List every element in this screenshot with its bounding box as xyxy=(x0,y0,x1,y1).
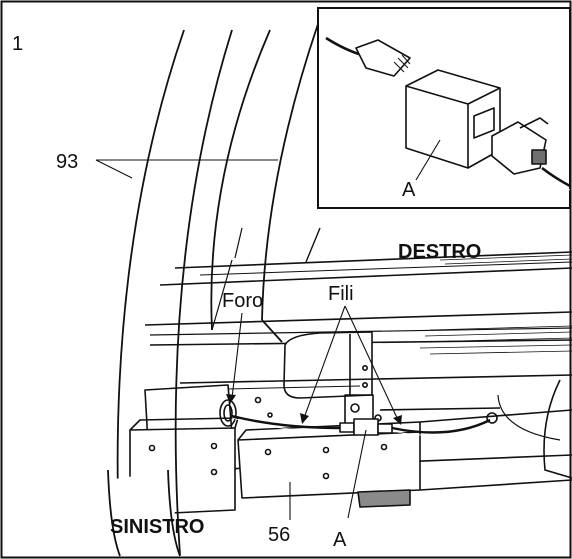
wire-right-highlight xyxy=(391,422,491,436)
arrow-fili-right xyxy=(393,415,402,425)
inner-frame-top xyxy=(179,374,572,384)
leader-a xyxy=(347,429,367,519)
upright-right-edge xyxy=(211,259,233,331)
rail-hole xyxy=(322,472,330,480)
label-destro: DESTRO xyxy=(398,241,481,263)
leader-lines xyxy=(95,159,399,520)
upright-left-lower xyxy=(107,469,121,557)
bracket-hole xyxy=(210,468,218,476)
inner-bracket xyxy=(379,407,501,411)
wire-grommet-right xyxy=(486,412,498,424)
leader-foro xyxy=(231,312,243,399)
right-frame-bottom xyxy=(419,479,572,491)
inset-leader-a xyxy=(415,139,441,181)
leader-93-left xyxy=(95,159,133,179)
label-sinistro: SINISTRO xyxy=(110,516,204,538)
upright-edge-top xyxy=(234,227,243,259)
arrow-fili-left xyxy=(300,413,309,424)
screw xyxy=(361,364,368,371)
base-rail-56-top xyxy=(237,421,421,441)
upright-left-lower-inner xyxy=(167,469,181,557)
inset-plug-left xyxy=(355,39,411,77)
uprights-93 xyxy=(116,23,321,556)
label-foro: Foro xyxy=(222,290,263,312)
base-rail-56 xyxy=(237,431,421,499)
deck-edge-2 xyxy=(159,267,572,286)
rail-hole xyxy=(322,446,330,454)
wire-left-highlight xyxy=(231,417,341,432)
inset-plug-latch xyxy=(519,117,549,129)
label-56: 56 xyxy=(268,524,290,546)
foro-hole-inner xyxy=(223,404,233,422)
inset-cable-left-highlight xyxy=(325,41,363,60)
inset-plug-pins xyxy=(393,54,411,73)
wire-right xyxy=(391,418,491,434)
upright-right-base xyxy=(305,227,321,263)
label-a-inset: A xyxy=(402,179,416,201)
leader-fili-left xyxy=(303,305,346,419)
small-hole xyxy=(267,412,273,418)
foro-hole xyxy=(219,399,237,427)
inset-cable-right xyxy=(541,166,571,188)
small-hole xyxy=(254,396,262,404)
upright-right-inner xyxy=(261,23,319,321)
rail-hole xyxy=(380,443,388,451)
motor-housing xyxy=(283,331,373,399)
upright-right-foot xyxy=(261,319,283,343)
deck-edge-3 xyxy=(199,261,572,276)
upright-right-outer xyxy=(210,29,271,331)
bracket-hole xyxy=(148,444,156,452)
roller-curve xyxy=(497,394,561,441)
right-roller-edge xyxy=(543,379,572,479)
label-fili: Fili xyxy=(328,283,354,305)
plug-left xyxy=(339,422,355,433)
frame-top-rail xyxy=(144,311,572,326)
lower-left-bracket-top xyxy=(129,417,239,431)
step-number: 1 xyxy=(12,33,23,55)
rail-hole xyxy=(264,448,272,456)
inset-detail xyxy=(317,7,571,209)
wire-left xyxy=(231,414,341,430)
deck-far-edge xyxy=(174,251,572,269)
screw xyxy=(361,381,368,388)
arrowheads xyxy=(226,394,402,425)
bracket-hole xyxy=(350,403,360,413)
inset-plug-contacts xyxy=(531,149,547,165)
inset-cable-right-highlight xyxy=(541,171,571,191)
deck-hatch xyxy=(419,254,572,355)
foot-pad xyxy=(357,489,411,508)
label-a-main: A xyxy=(333,529,347,551)
inset-coupler-port xyxy=(473,107,495,139)
treadmill-base-scene xyxy=(129,251,572,516)
inset-coupler-edges xyxy=(405,85,501,168)
leader-fili-right xyxy=(344,305,399,421)
label-93: 93 xyxy=(56,151,78,173)
arrow-foro xyxy=(226,394,236,404)
upright-left-inner xyxy=(174,29,233,556)
plug-right xyxy=(377,423,393,434)
bracket-hole xyxy=(210,442,218,450)
upright-left-outer xyxy=(116,29,185,556)
upright-left-fill xyxy=(108,470,180,556)
